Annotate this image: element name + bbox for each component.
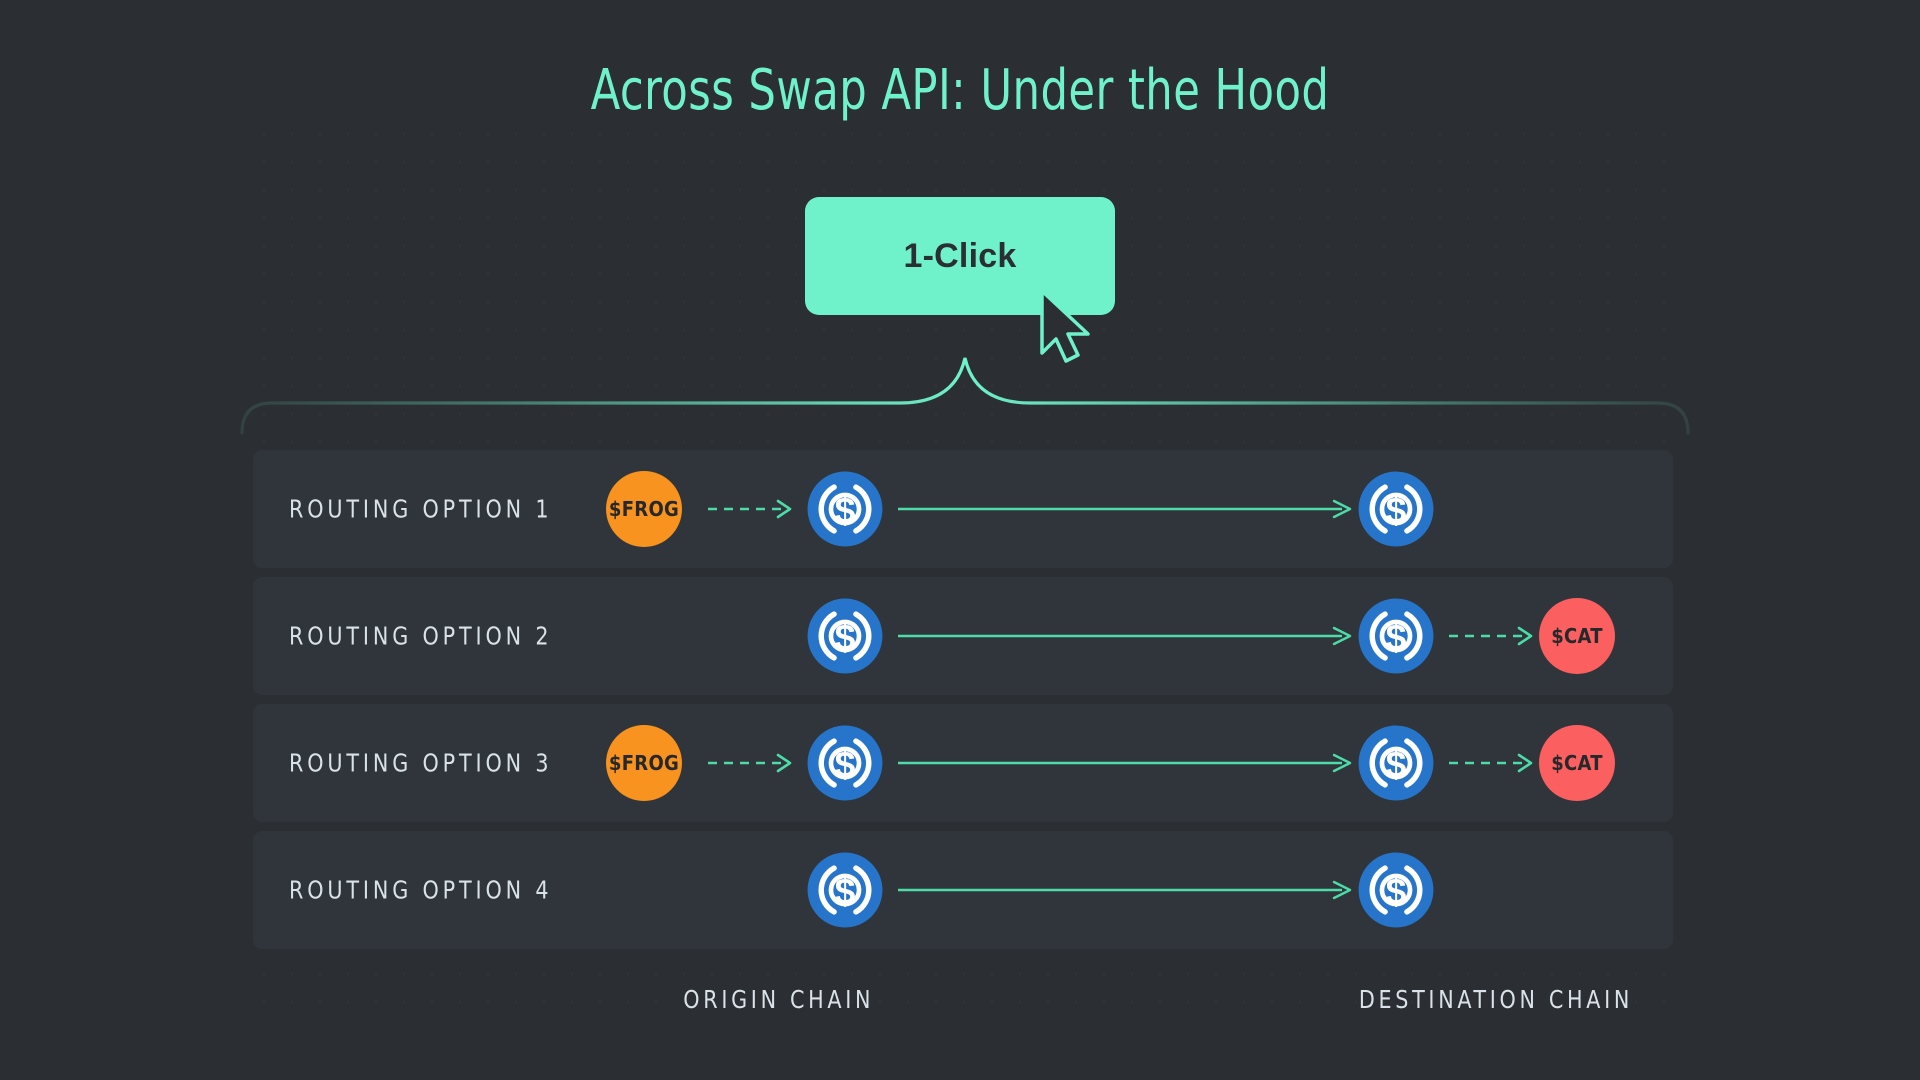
routing-option-row[interactable]: ROUTING OPTION 3 $FROG $: [253, 704, 1673, 822]
mouse-pointer-icon: [1040, 289, 1090, 363]
token-chip-label: $CAT: [1551, 624, 1603, 648]
routing-option-label: ROUTING OPTION 4: [289, 875, 553, 905]
swap-arrow-dashed: [708, 499, 792, 519]
swap-arrow-dashed: [708, 753, 792, 773]
usdc-coin-icon-destination: $: [1358, 598, 1434, 674]
routing-options-list: ROUTING OPTION 1 $FROG $: [253, 450, 1673, 958]
token-chip-label: $FROG: [608, 497, 680, 521]
one-click-button[interactable]: 1-Click: [805, 197, 1115, 315]
usdc-coin-icon-destination: $: [1358, 725, 1434, 801]
page-title: Across Swap API: Under the Hood: [590, 58, 1330, 123]
grouping-brace: [240, 357, 1690, 435]
token-chip-label: $FROG: [608, 751, 680, 775]
token-chip-label: $CAT: [1551, 751, 1603, 775]
swap-arrow-dashed: [1449, 626, 1533, 646]
token-chip-frog[interactable]: $FROG: [606, 471, 682, 547]
usdc-coin-icon-origin: $: [807, 725, 883, 801]
usdc-coin-icon-destination: $: [1358, 852, 1434, 928]
routing-option-label: ROUTING OPTION 2: [289, 621, 553, 651]
bridge-arrow-solid: [898, 626, 1352, 646]
swap-arrow-dashed: [1449, 753, 1533, 773]
routing-option-row[interactable]: ROUTING OPTION 1 $FROG $: [253, 450, 1673, 568]
usdc-coin-icon-origin: $: [807, 598, 883, 674]
token-chip-frog[interactable]: $FROG: [606, 725, 682, 801]
destination-chain-label: DESTINATION CHAIN: [1358, 985, 1634, 1014]
token-chip-cat[interactable]: $CAT: [1539, 598, 1615, 674]
usdc-coin-icon-destination: $: [1358, 471, 1434, 547]
bridge-arrow-solid: [898, 753, 1352, 773]
usdc-coin-icon-origin: $: [807, 852, 883, 928]
origin-chain-label: ORIGIN CHAIN: [683, 985, 875, 1014]
bridge-arrow-solid: [898, 499, 1352, 519]
bridge-arrow-solid: [898, 880, 1352, 900]
usdc-coin-icon-origin: $: [807, 471, 883, 547]
routing-option-label: ROUTING OPTION 1: [289, 494, 553, 524]
routing-option-row[interactable]: ROUTING OPTION 2 $ $: [253, 577, 1673, 695]
routing-option-row[interactable]: ROUTING OPTION 4 $ $: [253, 831, 1673, 949]
routing-option-label: ROUTING OPTION 3: [289, 748, 553, 778]
token-chip-cat[interactable]: $CAT: [1539, 725, 1615, 801]
one-click-button-label: 1-Click: [903, 236, 1017, 275]
